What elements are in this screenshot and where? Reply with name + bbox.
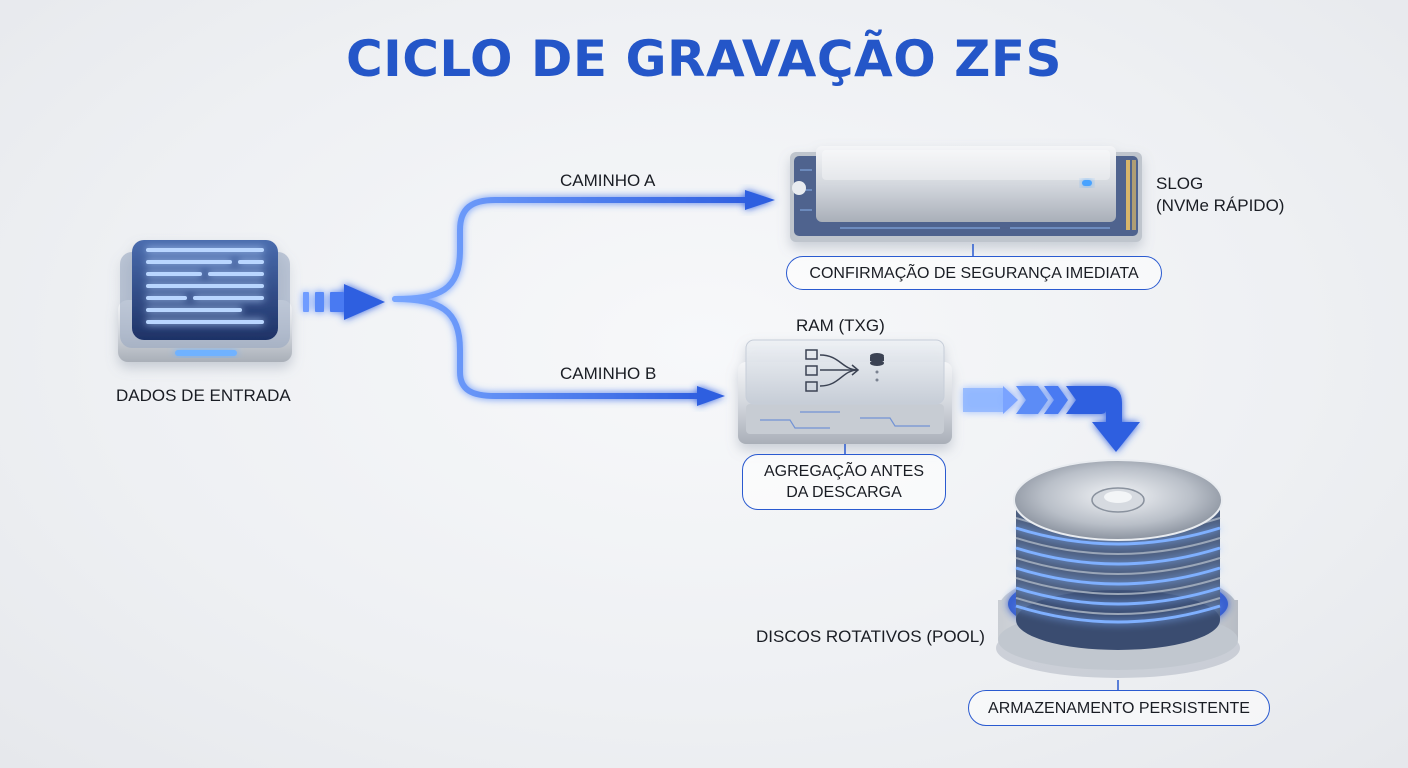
pool-note-pill: ARMAZENAMENTO PERSISTENTE [968,690,1270,726]
path-a-arrowhead-icon [745,190,775,210]
branch-flow-lines [392,197,751,399]
slog-note-text: CONFIRMAÇÃO DE SEGURANÇA IMEDIATA [809,264,1139,282]
ram-label: RAM (TXG) [796,316,885,335]
nvme-drive-icon [790,146,1142,242]
ram-note-line2: DA DESCARGA [786,484,902,501]
input-arrow-icon [303,284,385,320]
slog-label-line1: SLOG [1156,174,1204,193]
slog-label-line2: (NVMe RÁPIDO) [1156,196,1285,215]
input-device-icon [118,240,292,362]
ram-note-pill: AGREGAÇÃO ANTES DA DESCARGA [742,454,946,510]
diagram-title: CICLO DE GRAVAÇÃO ZFS [345,30,1063,88]
path-a-label: CAMINHO A [560,171,656,190]
input-label: DADOS DE ENTRADA [116,386,291,405]
pool-note-text: ARMAZENAMENTO PERSISTENTE [988,699,1250,717]
disk-stack-icon [996,459,1240,678]
pool-label: DISCOS ROTATIVOS (POOL) [756,627,985,646]
connector-lines [844,244,1119,690]
slog-note-pill: CONFIRMAÇÃO DE SEGURANÇA IMEDIATA [786,256,1162,290]
ram-module-icon [738,339,952,444]
path-b-arrowhead-icon [697,386,725,406]
path-b-label: CAMINHO B [560,364,657,383]
flush-arrow-icon [963,386,1140,452]
aggregation-icon [805,349,860,392]
database-icon [870,353,884,366]
ram-note-line1: AGREGAÇÃO ANTES [763,463,925,480]
